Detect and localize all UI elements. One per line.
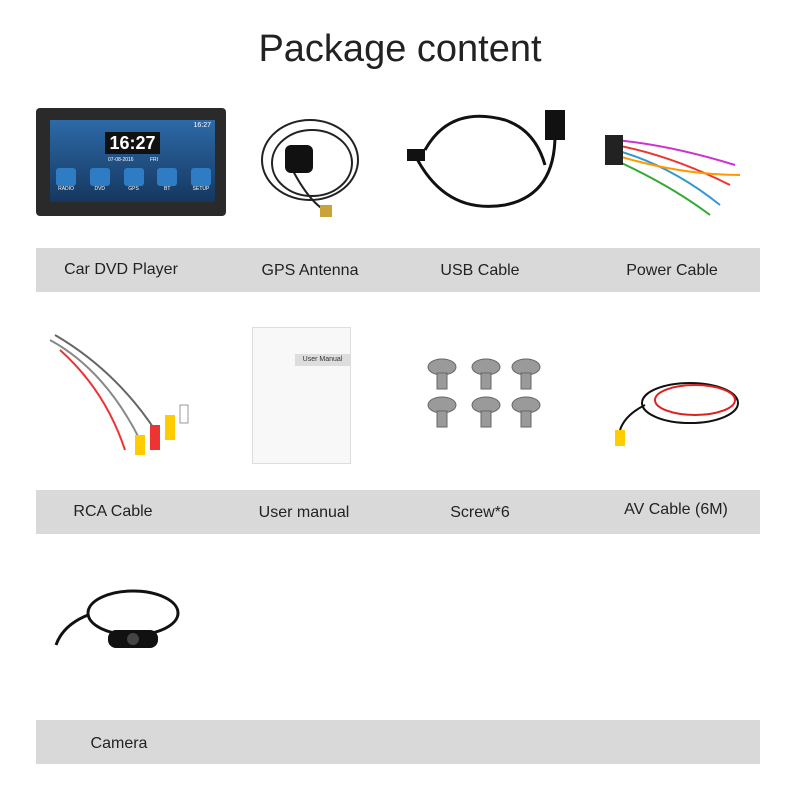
av-cable-image — [615, 382, 739, 446]
day: FRI — [150, 157, 159, 163]
item-label: Screw*6 — [450, 504, 510, 521]
item-label: RCA Cable — [73, 503, 153, 520]
app-radio: RADIO — [56, 168, 76, 192]
item-label: GPS Antenna — [261, 262, 359, 279]
item-label: User manual — [258, 504, 350, 521]
app-bt: BT — [157, 168, 178, 192]
item-label: AV Cable (6M) — [624, 501, 728, 518]
usb-cable-image — [407, 110, 565, 208]
camera-image — [54, 589, 180, 648]
car-dvd-player-image: 16:27 16:27 07-08-2016 FRI RADIO DVD GPS… — [36, 108, 226, 216]
label-bar-row-1 — [36, 248, 760, 292]
rca-cable-image — [49, 334, 189, 455]
item-label: Camera — [90, 735, 148, 752]
label-bar-row-3 — [36, 720, 760, 764]
date: 07-08-2016 — [108, 157, 134, 163]
app-gps: GPS — [123, 168, 144, 192]
item-label: USB Cable — [440, 262, 520, 279]
item-label: Car DVD Player — [64, 261, 178, 278]
gps-antenna-image — [261, 119, 359, 217]
label-bar-row-2 — [36, 490, 760, 534]
app-setup: SETUP — [191, 168, 211, 192]
item-label: Power Cable — [626, 262, 718, 279]
page-title: Package content — [258, 28, 542, 70]
screws-image — [427, 358, 541, 428]
status-time: 16:27 — [193, 122, 211, 129]
user-manual-image: User Manual — [252, 327, 351, 464]
power-cable-image — [605, 135, 741, 216]
manual-cover-title: User Manual — [295, 354, 350, 366]
clock: 16:27 — [105, 132, 160, 154]
app-dvd: DVD — [89, 168, 110, 192]
